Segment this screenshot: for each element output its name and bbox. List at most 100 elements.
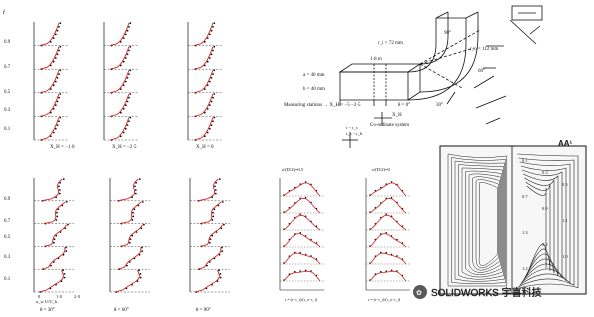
top-p0-point-1-2	[49, 64, 52, 67]
sp0-curve-1	[283, 197, 321, 214]
top-p0-point-4-6	[54, 127, 57, 130]
top-p1-point-2-12	[129, 69, 132, 72]
top-p2-point-3-6	[208, 104, 211, 107]
sp1-point-2-9	[385, 213, 388, 215]
top-p1-point-4-8	[126, 124, 129, 126]
sp0-point-4-9	[299, 251, 302, 254]
contour-map: AA¹ 0.10.30.50.70.91.11.30.21.01.2	[439, 139, 587, 295]
contour-title: AA¹	[558, 139, 573, 148]
bot-p0-curve-4	[38, 270, 64, 293]
bot-p0-point-1-4	[56, 215, 59, 218]
sp1-point-5-9	[385, 270, 388, 272]
top-p0-point-3-8	[56, 100, 59, 103]
contour-left-3	[458, 164, 504, 280]
top-p0-point-0-8	[56, 29, 59, 32]
top-p2-point-4-6	[208, 127, 211, 130]
sp0-curve-2	[283, 214, 321, 231]
bot-p0-point-2-2	[53, 241, 55, 244]
bot-p0-curve-3	[41, 247, 66, 270]
bot-p2-point-1-12	[221, 201, 224, 203]
bottom-caption-0: θ = 30°	[40, 308, 55, 313]
label-length: 1·8 m	[370, 57, 382, 62]
bot-p1-curve-3	[117, 247, 142, 270]
bot-p0-point-1-12	[65, 201, 68, 203]
bot-p1-point-0-6	[134, 189, 137, 191]
small-plots: z/(D/2)=0.5 z/(D/2)=0 r = (r−r_i)/(r_o−r…	[279, 167, 410, 302]
top-p2-point-2-4	[206, 84, 209, 87]
top-p2-point-4-2	[203, 135, 206, 138]
bot-p1-curve-0	[117, 178, 139, 202]
top-caption-1: X_H = −2·5	[112, 145, 137, 150]
bot-p1-point-3-12	[141, 246, 143, 249]
bot-p1-point-2-2	[129, 241, 131, 244]
top-p2-point-4-10	[212, 120, 214, 123]
contour-label-2: 0.5	[562, 182, 568, 187]
contour-left-8	[475, 179, 499, 269]
contour-right-2	[519, 161, 571, 286]
contour-right-5	[522, 173, 559, 281]
station-line-90	[419, 29, 481, 65]
top-p2-point-0-4	[206, 37, 209, 39]
sp1-curve-4	[369, 252, 407, 265]
contour-left-6	[468, 173, 501, 273]
top-p1-point-2-10	[128, 73, 130, 75]
sp1-curve-1	[369, 197, 407, 214]
bend-top-edge-1	[435, 11, 449, 19]
sp1-point-0-12	[390, 181, 393, 183]
sp0-point-5-9	[299, 270, 302, 272]
top-p2-curve-2	[193, 70, 214, 94]
sp1-curve-5	[369, 270, 407, 282]
label-theta0: θ = 0°	[398, 103, 410, 108]
bot-p2-point-1-2	[211, 219, 214, 221]
top-p1-point-2-6	[124, 80, 127, 83]
sp0-curve-4	[283, 252, 321, 265]
contour-left-0	[447, 153, 508, 287]
small-plot-1-axis: r = (r−r_i)/(r_o−r_i)	[368, 297, 401, 302]
bot-p0-point-2-12	[67, 223, 69, 226]
sp0-point-1-12	[304, 196, 307, 199]
top-p1-point-4-4	[122, 131, 125, 134]
top-p2-point-2-12	[213, 69, 216, 72]
bot-p0-point-4-8	[63, 276, 66, 279]
pointer-right-tick	[529, 25, 541, 35]
top-p1-point-3-8	[126, 100, 129, 103]
sp0-point-4-6	[294, 251, 296, 254]
sp1-point-4-15	[396, 255, 398, 257]
contour-left-9	[478, 182, 498, 266]
top-p1-curve-3	[109, 93, 130, 117]
bot-p1-point-3-10	[141, 250, 144, 253]
contour-left-5	[465, 170, 502, 275]
top-p1-point-4-10	[128, 120, 130, 123]
top-p1-point-3-2	[119, 111, 122, 114]
bot-p1-curve-1	[119, 201, 142, 225]
bottom-ytick-3: 0.3	[4, 255, 11, 260]
sp1-curve-0	[369, 182, 407, 197]
top-p2-point-2-10	[212, 73, 214, 75]
bottom-ytick-4: 0.1	[4, 277, 11, 282]
top-p1-point-1-10	[128, 49, 130, 52]
bot-p0-point-0-12	[62, 178, 65, 181]
top-ytick-3: 0.3	[4, 108, 11, 113]
top-p2-point-1-6	[208, 57, 211, 59]
sp0-curve-5	[283, 270, 321, 282]
bot-p0-point-4-10	[63, 273, 66, 275]
sp0-curve-0	[283, 182, 321, 197]
watermark-logo-icon	[413, 285, 427, 299]
bot-p0-point-1-6	[56, 211, 58, 214]
bot-p0-point-2-4	[53, 238, 56, 241]
bot-p2-curve-0	[197, 178, 219, 202]
label-ro: r_o = 112 mm	[470, 47, 498, 52]
top-p0-point-1-12	[59, 45, 62, 48]
mini-legend-line-2	[475, 95, 507, 109]
top-p1-point-0-12	[129, 22, 132, 25]
label-xh: X_H	[392, 113, 402, 118]
top-p2-point-0-6	[208, 33, 211, 36]
sp0-curve-3	[283, 233, 321, 248]
top-p2-curve-1	[193, 46, 214, 70]
bot-p0-curve-2	[43, 224, 67, 247]
watermark: ✿ SOLIDWORKS 宇喜科技	[413, 285, 542, 299]
small-plot-0-axis: r = (r−r_i)/(r_o−r_i)	[285, 297, 318, 302]
top-p1-point-4-12	[129, 116, 132, 119]
bot-p2-point-3-12	[221, 246, 223, 249]
top-p2-point-3-2	[203, 111, 206, 114]
